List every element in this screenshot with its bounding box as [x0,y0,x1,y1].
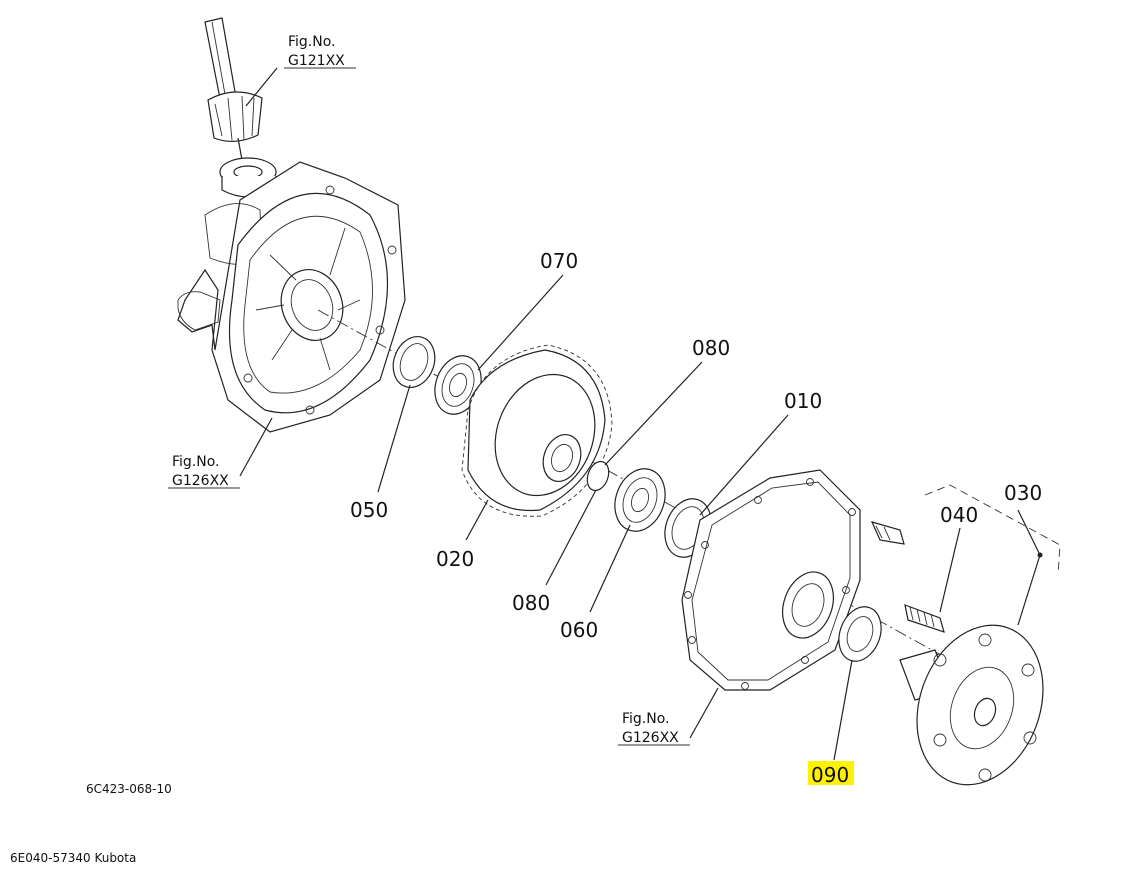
label-070: 070 [540,249,578,273]
oil-seal-090 [838,606,882,662]
fig-ref-bottom-line1: Fig.No. [622,711,670,727]
label-020: 020 [436,547,474,571]
seal-050 [392,336,436,388]
label-080-top: 080 [692,336,730,360]
fig-ref-left-line1: Fig.No. [172,454,220,470]
footer-part-number: 6E040-57340 Kubota [10,851,136,865]
cover-plate [681,469,861,691]
fig-ref-bottom-line2: G126XX [622,730,679,746]
label-040: 040 [940,503,978,527]
label-030: 030 [1004,481,1042,505]
bevel-gear-020 [461,344,613,517]
cover-bolt [870,521,905,545]
label-080-bottom: 080 [512,591,550,615]
diagram-code: 6C423-068-10 [86,782,172,796]
fig-ref-top-line1: Fig.No. [288,34,336,50]
label-090: 090 [811,763,849,787]
stud-bolt-040 [904,604,945,633]
label-060: 060 [560,618,598,642]
leader-lines [168,67,1041,761]
gear-case-housing [177,161,406,433]
bearing-060 [614,468,666,532]
label-010: 010 [784,389,822,413]
hub-flange-030 [899,624,1044,786]
snap-ring-080 [586,460,610,492]
fig-ref-top-line2: G121XX [288,53,345,69]
highlight-090 [808,761,854,785]
label-050: 050 [350,498,388,522]
pinion-shaft-assembly [204,17,277,198]
fig-ref-left-line2: G126XX [172,473,229,489]
group-bracket-030 [924,484,1061,576]
